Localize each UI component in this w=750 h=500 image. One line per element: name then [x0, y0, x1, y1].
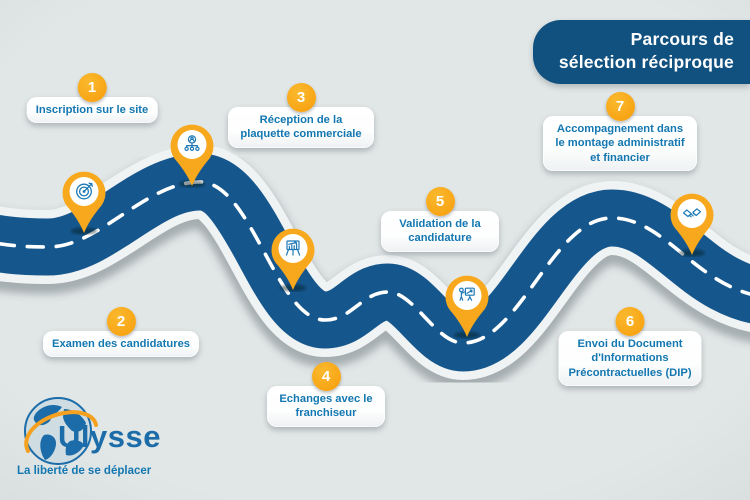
step-3-label: Réception de la plaquette commerciale	[228, 107, 374, 148]
title-line-2: sélection réciproque	[558, 51, 734, 72]
step-2-number-badge: 2	[106, 307, 136, 336]
presentation-icon	[459, 287, 475, 301]
step-4-number-badge: 4	[311, 362, 341, 391]
step-3-number-badge: 3	[286, 83, 316, 112]
step-1-number-badge: 1	[77, 73, 107, 102]
step-7: 7 Accompagnement dans le montage adminis…	[543, 92, 697, 171]
step-5-number-badge: 5	[425, 187, 455, 216]
handshake-icon	[682, 208, 702, 218]
step-2: 2 Examen des candidatures	[42, 307, 200, 358]
logo-tagline: La liberté de se déplacer	[17, 465, 152, 477]
pin-handshake	[664, 187, 720, 257]
globe-icon	[24, 397, 98, 465]
step-4: 4 Echanges avec le franchiseur	[267, 362, 385, 427]
pin-target	[56, 165, 112, 235]
step-7-label: Accompagnement dans le montage administr…	[543, 116, 697, 171]
target-icon	[76, 182, 93, 200]
ulysse-logo: Ulysse La liberté de se déplacer	[12, 393, 182, 493]
step-7-number-badge: 7	[605, 92, 635, 121]
pin-network	[164, 118, 220, 188]
network-people-icon	[184, 135, 200, 152]
logo-wordmark: Ulysse	[58, 419, 161, 454]
pin-presentation	[439, 269, 495, 339]
title-banner: Parcours de sélection réciproque	[532, 20, 750, 84]
chart-easel-icon	[285, 240, 301, 256]
step-6-number-badge: 6	[615, 307, 645, 336]
step-4-label: Echanges avec le franchiseur	[267, 386, 385, 427]
title-line-1: Parcours de	[630, 29, 734, 49]
pin-chart-easel	[265, 222, 321, 292]
step-1: 1 Inscription sur le site	[26, 73, 158, 124]
step-3: 3 Réception de la plaquette commerciale	[228, 83, 374, 148]
step-5-label: Validation de la candidature	[381, 211, 499, 252]
step-5: 5 Validation de la candidature	[381, 187, 499, 252]
step-6-label: Envoi du Document d'Informations Précont…	[558, 331, 702, 386]
step-6: 6 Envoi du Document d'Informations Préco…	[558, 307, 702, 386]
